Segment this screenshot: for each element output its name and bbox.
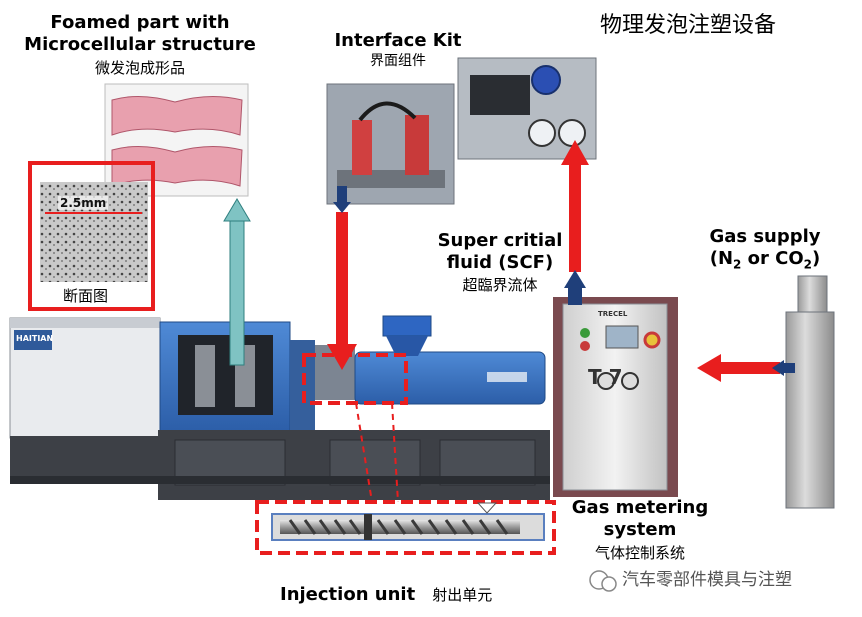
interface-kit-en: Interface Kit xyxy=(334,30,462,51)
model-plate xyxy=(487,372,527,382)
scf-line2: fluid (SCF) xyxy=(446,252,554,273)
injection-unit-frame xyxy=(255,500,556,555)
highlight-connector xyxy=(355,402,399,503)
navy-arrow-stub xyxy=(781,363,795,373)
injection-unit-zh: 射出单元 xyxy=(432,586,493,604)
cross-section-frame xyxy=(28,161,155,311)
teal-arrow-foamed-part xyxy=(223,198,251,366)
hopper xyxy=(382,315,432,337)
foamed-part-top xyxy=(111,95,243,136)
scale-label: 2.5mm xyxy=(58,196,109,210)
interface-kit-zh: 界面组件 xyxy=(370,53,426,69)
injection-unit-label: Injection unit 射出单元 xyxy=(280,584,492,606)
injection-highlight-box xyxy=(302,353,408,405)
gas-control-panel-photo xyxy=(457,57,597,160)
cross-section-zh: 断面图 xyxy=(63,287,109,305)
navy-arrow-stub xyxy=(568,285,582,305)
brand-plate xyxy=(14,330,52,350)
navy-arrow-stub xyxy=(337,186,347,204)
display-screen xyxy=(605,325,639,349)
hopper-throat xyxy=(386,336,428,356)
machine-foot xyxy=(10,476,550,484)
scf-label: Super critial fluid (SCF) 超臨界流体 xyxy=(425,230,575,294)
emergency-stop xyxy=(643,331,661,349)
cabinet-gauge xyxy=(621,372,639,390)
interface-kit-label: Interface Kit 界面组件 xyxy=(318,30,478,70)
foamed-part-line2: Microcellular structure xyxy=(24,34,256,55)
page-title: 物理发泡注塑设备 xyxy=(600,13,777,38)
wechat-icon xyxy=(589,570,617,592)
watermark-text: 汽车零部件模具与注塑 xyxy=(622,570,792,590)
gas-supply-line2: (N2 or CO2) xyxy=(709,248,821,272)
red-arrow-scf xyxy=(561,140,589,305)
gas-supply-label: Gas supply (N2 or CO2) xyxy=(690,226,840,276)
cabinet-marks: T 7 xyxy=(588,365,623,389)
cabinet-gauge xyxy=(597,372,615,390)
gas-metering-line1: Gas metering xyxy=(571,497,709,518)
gas-metering-line2: system xyxy=(603,519,677,540)
scf-line1: Super critial xyxy=(437,230,563,251)
indicator-light xyxy=(580,341,590,351)
gas-metering-label: Gas metering system 气体控制系统 xyxy=(565,497,715,562)
scf-zh: 超臨界流体 xyxy=(462,276,538,294)
red-arrow-gas-supply xyxy=(697,354,795,382)
screw-barrel xyxy=(271,502,545,541)
foamed-part-line1: Foamed part with xyxy=(50,12,230,33)
foamed-part-bottom xyxy=(111,145,243,187)
indicator-light xyxy=(580,328,590,338)
foamed-part-zh: 微发泡成形品 xyxy=(94,59,185,77)
navy-arrow-head xyxy=(564,270,586,288)
gas-cylinder xyxy=(785,275,835,509)
foamed-part-label: Foamed part with Microcellular structure… xyxy=(0,12,280,77)
red-arrow-interface-kit xyxy=(327,186,357,370)
foamed-part-photo xyxy=(104,83,249,197)
platen xyxy=(195,345,215,407)
machine-base-left xyxy=(10,436,158,476)
gas-supply-line1: Gas supply xyxy=(709,226,821,247)
interface-kit-photo xyxy=(326,83,455,205)
clamp-housing-top xyxy=(10,318,160,328)
gas-metering-zh: 气体控制系统 xyxy=(594,544,685,562)
cabinet-brand: TRECEL xyxy=(598,310,628,318)
machine-brand: HAITIAN xyxy=(16,334,54,343)
injection-molding-machine xyxy=(9,315,550,500)
gas-metering-cabinet xyxy=(553,297,678,497)
injection-unit-en: Injection unit xyxy=(280,584,416,605)
injection-unit-housing xyxy=(354,351,546,405)
navy-arrow-head xyxy=(333,202,351,213)
navy-arrow-head xyxy=(772,360,784,376)
mold-area xyxy=(178,335,273,415)
